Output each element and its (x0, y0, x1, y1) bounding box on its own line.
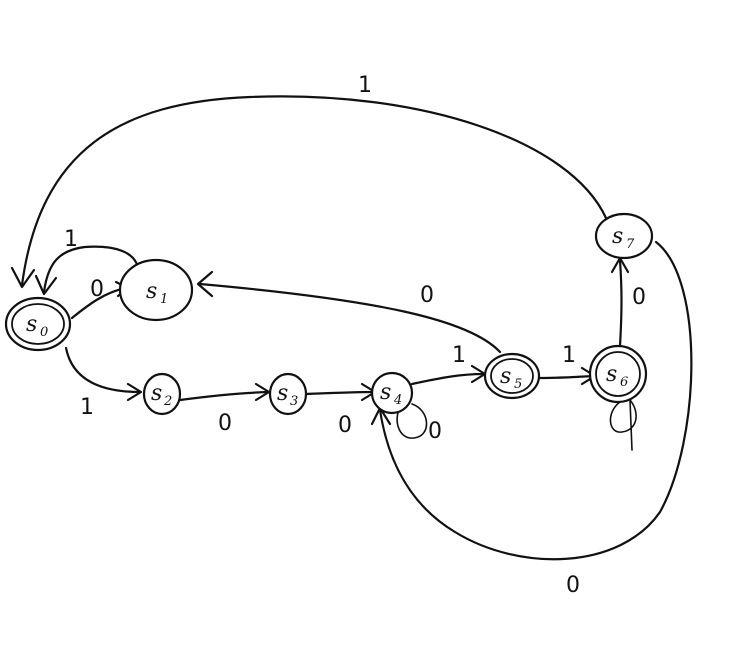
state-s6-subscript: 6 (620, 375, 628, 390)
state-s7[interactable]: s 7 (594, 212, 654, 260)
edge-s0-s2 (64, 346, 142, 394)
state-s7-subscript: 7 (626, 237, 635, 252)
label-s6-s7: 0 (632, 285, 646, 310)
label-s3-s4: 0 (338, 413, 352, 438)
edge-s7-s4 (378, 240, 693, 561)
label-s5-s6: 1 (562, 343, 576, 368)
label-s7-s4: 0 (566, 573, 580, 598)
arrowhead-s5-s1 (196, 270, 214, 298)
state-s4[interactable]: s 4 (370, 371, 414, 415)
state-s4-label: s (380, 380, 391, 405)
state-s0-subscript: 0 (40, 325, 48, 340)
label-s0-s2: 1 (80, 395, 94, 420)
edge-s6-s6 (609, 399, 637, 451)
label-s4-s4: 0 (428, 419, 442, 444)
arrowhead-s7-s0 (10, 266, 36, 289)
edge-s6-s7 (618, 258, 623, 348)
state-s7-label: s (612, 224, 623, 249)
state-s1-subscript: 1 (160, 292, 168, 307)
label-s2-s3: 0 (218, 411, 232, 436)
state-s3-subscript: 3 (290, 394, 298, 409)
state-s2[interactable]: s 2 (142, 372, 182, 416)
edge-s1-s0 (42, 245, 140, 294)
edge-s3-s4 (304, 390, 376, 396)
state-s4-subscript: 4 (393, 393, 402, 408)
state-s0-label: s (26, 312, 37, 337)
state-s5[interactable]: s 5 (483, 352, 541, 400)
edge-s4-s5 (410, 372, 486, 386)
label-s7-s0: 1 (358, 73, 372, 98)
state-s2-label: s (151, 381, 162, 406)
edge-s7-s0 (20, 95, 608, 287)
label-s0-s1: 0 (90, 277, 104, 302)
label-s5-s1: 0 (420, 283, 434, 308)
state-s1[interactable]: s 1 (118, 258, 194, 322)
state-s6-label: s (606, 362, 617, 387)
state-s0[interactable]: s 0 (4, 296, 72, 352)
edge-s2-s3 (178, 390, 270, 402)
state-s2-subscript: 2 (163, 394, 172, 409)
edge-s4-s4 (396, 403, 428, 439)
arrowhead-s0-s2 (126, 382, 143, 402)
state-s3[interactable]: s 3 (268, 372, 308, 416)
state-s1-label: s (146, 279, 157, 304)
state-s5-label: s (500, 364, 511, 389)
edge-s5-s1 (198, 282, 502, 354)
arrowhead-s1-s0 (34, 274, 58, 296)
state-s3-label: s (277, 381, 288, 406)
label-s4-s5: 1 (452, 343, 466, 368)
label-s1-s0: 1 (64, 227, 78, 252)
state-s6[interactable]: s 6 (588, 344, 648, 404)
state-s5-subscript: 5 (514, 377, 522, 392)
edge-s5-s6 (538, 374, 596, 380)
